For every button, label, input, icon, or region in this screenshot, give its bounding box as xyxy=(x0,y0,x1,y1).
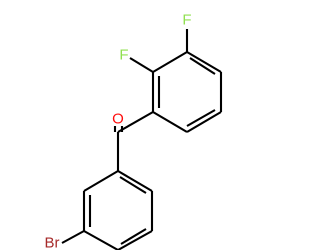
atom-label-layer: O F F Br xyxy=(45,12,192,250)
lower-ring-bond-6 xyxy=(117,170,153,192)
upper-ring-bond-3 xyxy=(186,51,222,73)
upper-ring-bond-6 xyxy=(152,111,188,133)
bromine-label: Br xyxy=(45,235,60,250)
bond-carbonyl-upper-ring xyxy=(117,111,154,133)
upper-ring-bond-5 xyxy=(186,111,222,133)
bond-layer xyxy=(61,29,223,250)
lower-ring-bond-3 xyxy=(83,230,119,250)
fluorine-label-meta: F xyxy=(182,12,191,29)
bond-ring-bromine xyxy=(61,230,85,244)
fluorine-label-ortho: F xyxy=(119,47,128,64)
molecule-structure: O F F Br xyxy=(45,12,223,250)
lower-ring-inner-bond-2 xyxy=(120,228,147,245)
upper-ring-inner-bond-2 xyxy=(189,57,216,75)
upper-ring-bond-2 xyxy=(152,51,188,73)
oxygen-label: O xyxy=(112,111,124,128)
bond-ring-fluorine-ortho xyxy=(129,57,154,73)
lower-ring-bond-4 xyxy=(117,230,153,250)
lower-ring-inner-bond-3 xyxy=(119,176,147,194)
upper-ring-inner-bond-3 xyxy=(186,109,216,127)
lower-ring-bond-1 xyxy=(83,170,119,192)
